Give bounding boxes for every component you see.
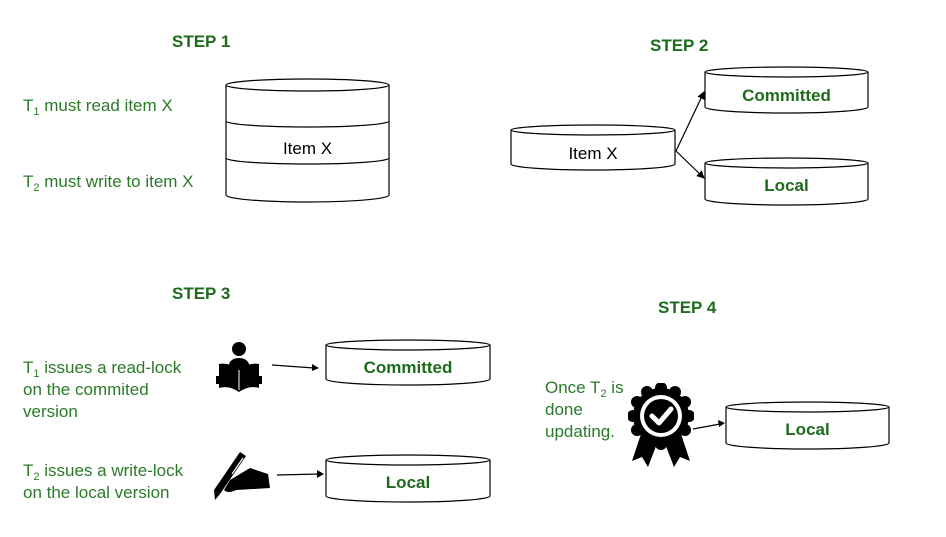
- step2-local-shape: [704, 157, 869, 206]
- t2-line1: issues a write-lock: [39, 461, 184, 480]
- step2-local-label: Local: [764, 176, 809, 195]
- t2-subscript: 2: [33, 182, 40, 194]
- step1-t1-text: T1 must read item X: [23, 95, 173, 118]
- t2-subscript: 2: [600, 388, 607, 400]
- reading-person-icon: [216, 342, 262, 392]
- t2-subscript: 2: [33, 471, 40, 483]
- t2-line2: on the local version: [23, 483, 170, 502]
- step2-title: STEP 2: [650, 36, 709, 55]
- step4-line2: done: [545, 400, 583, 419]
- t1-label: T: [23, 358, 34, 377]
- t1-line2: on the commited: [23, 380, 149, 399]
- step3-committed-database: Committed: [325, 337, 491, 387]
- step3-committed-label: Committed: [363, 358, 453, 377]
- t2-description: must write to item X: [39, 172, 194, 191]
- step3-local-database: Local: [325, 452, 491, 504]
- t2-label: T: [23, 461, 34, 480]
- writing-hand-icon: [214, 452, 270, 500]
- step2-source-database: Item X: [510, 122, 676, 172]
- t1-description: must read item X: [39, 96, 173, 115]
- t2-label: T: [23, 172, 34, 191]
- step4-local-label: Local: [785, 420, 830, 439]
- certified-badge-icon: [628, 383, 694, 467]
- step1-t2-text: T2 must write to item X: [23, 171, 194, 194]
- step2-source-shape: [510, 124, 676, 171]
- step1-db-label: Item X: [282, 139, 333, 158]
- step3-committed-shape: [325, 339, 491, 386]
- step3-local-shape: [325, 454, 491, 503]
- t1-line3: version: [23, 402, 78, 421]
- step2-committed-database: Committed: [704, 65, 869, 115]
- t1-label: T: [23, 96, 34, 115]
- step2-arrows: [675, 91, 705, 179]
- step1-title: STEP 1: [172, 32, 231, 51]
- step4-arrow: [692, 420, 725, 430]
- t1-subscript: 1: [33, 368, 40, 380]
- step3-arrow-read: [271, 364, 319, 371]
- step2-committed-label: Committed: [742, 86, 831, 105]
- step3-t1-text: T1 issues a read-lock on the commited ve…: [23, 357, 181, 423]
- step3-title: STEP 3: [172, 284, 231, 303]
- t1-subscript: 1: [33, 106, 40, 118]
- step2-committed-shape: [704, 66, 869, 114]
- step4-local-database: Local: [725, 399, 890, 451]
- step3-local-label: Local: [385, 473, 431, 492]
- step1-database: Item X: [225, 77, 390, 203]
- step4-line3: updating.: [545, 422, 615, 441]
- step4-local-shape: [725, 401, 890, 450]
- step1-database-shape: [225, 78, 390, 203]
- arrow-to-committed: [675, 91, 705, 152]
- once-t2-label: Once T: [545, 378, 601, 397]
- step3-arrow-write: [276, 470, 324, 478]
- arrow-to-local: [675, 150, 705, 179]
- step2-source-label: Item X: [568, 144, 618, 163]
- is-label: is: [606, 378, 624, 397]
- t1-line1: issues a read-lock: [39, 358, 182, 377]
- step4-title: STEP 4: [658, 298, 717, 317]
- step2-local-database: Local: [704, 155, 869, 207]
- step4-text: Once T2 is done updating.: [545, 377, 624, 443]
- step3-t2-text: T2 issues a write-lock on the local vers…: [23, 460, 183, 504]
